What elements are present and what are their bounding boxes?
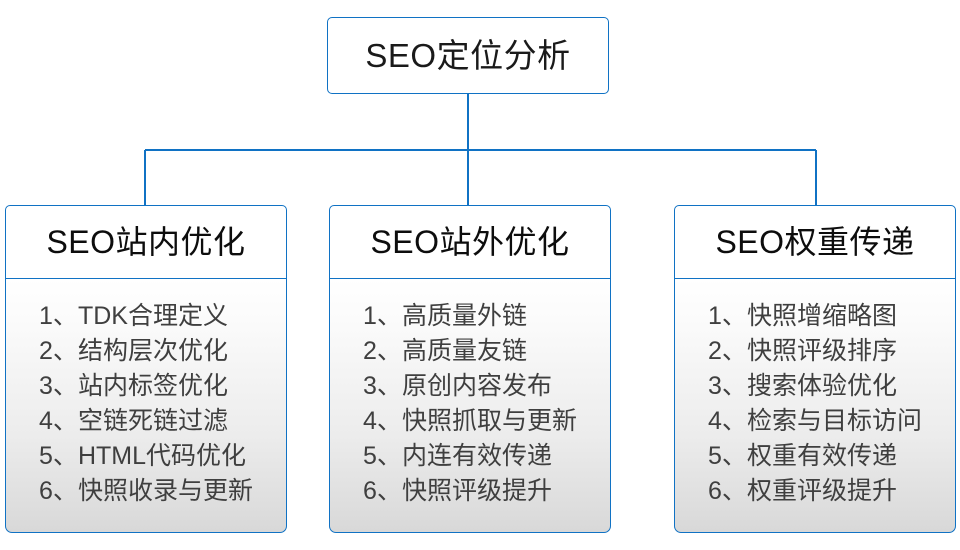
branch-card-1-title: SEO站内优化: [46, 224, 246, 260]
list-item-number: 6、: [39, 477, 78, 505]
branch-card-3-title: SEO权重传递: [715, 224, 915, 260]
list-item: 4、快照抓取与更新: [363, 404, 577, 439]
branch-card-2-body: 1、高质量外链 2、高质量友链 3、原创内容发布 4、快照抓取与更新 5、内连有…: [329, 279, 611, 533]
branch-card-1[interactable]: SEO站内优化 1、TDK合理定义 2、结构层次优化 3、站内标签优化 4、空链…: [5, 205, 287, 533]
list-item: 3、原创内容发布: [363, 369, 577, 404]
branch-card-1-header: SEO站内优化: [5, 205, 287, 279]
list-item-number: 2、: [708, 337, 747, 365]
list-item-number: 3、: [708, 372, 747, 400]
list-item-number: 1、: [39, 302, 78, 330]
branch-card-2-title: SEO站外优化: [370, 224, 570, 260]
list-item-number: 2、: [363, 337, 402, 365]
list-item-text: 权重有效传递: [746, 442, 897, 470]
list-item: 5、权重有效传递: [708, 439, 922, 474]
list-item: 1、TDK合理定义: [39, 299, 253, 334]
branch-card-2-header: SEO站外优化: [329, 205, 611, 279]
list-item: 1、快照增缩略图: [708, 299, 922, 334]
list-item-text: 高质量友链: [401, 337, 527, 365]
list-item-text: 空链死链过滤: [77, 407, 228, 435]
list-item-number: 5、: [39, 442, 78, 470]
list-item: 3、搜索体验优化: [708, 369, 922, 404]
root-node[interactable]: SEO定位分析: [327, 17, 609, 94]
branch-card-3-list: 1、快照增缩略图 2、快照评级排序 3、搜索体验优化 4、检索与目标访问 5、权…: [708, 299, 922, 509]
list-item-text: 内连有效传递: [401, 442, 552, 470]
list-item: 2、快照评级排序: [708, 334, 922, 369]
branch-card-1-list: 1、TDK合理定义 2、结构层次优化 3、站内标签优化 4、空链死链过滤 5、H…: [39, 299, 253, 509]
list-item-number: 5、: [708, 442, 747, 470]
list-item: 5、内连有效传递: [363, 439, 577, 474]
list-item-number: 1、: [708, 302, 747, 330]
list-item: 4、检索与目标访问: [708, 404, 922, 439]
list-item-number: 4、: [708, 407, 747, 435]
list-item-text: 站内标签优化: [77, 372, 228, 400]
list-item-text: 结构层次优化: [77, 337, 228, 365]
list-item-number: 4、: [39, 407, 78, 435]
branch-card-1-body: 1、TDK合理定义 2、结构层次优化 3、站内标签优化 4、空链死链过滤 5、H…: [5, 279, 287, 533]
list-item: 2、高质量友链: [363, 334, 577, 369]
list-item-text: 快照抓取与更新: [401, 407, 577, 435]
list-item-number: 1、: [363, 302, 402, 330]
list-item-number: 6、: [363, 477, 402, 505]
list-item-text: 快照评级提升: [401, 477, 552, 505]
branch-card-3[interactable]: SEO权重传递 1、快照增缩略图 2、快照评级排序 3、搜索体验优化 4、检索与…: [674, 205, 956, 533]
branch-card-3-body: 1、快照增缩略图 2、快照评级排序 3、搜索体验优化 4、检索与目标访问 5、权…: [674, 279, 956, 533]
list-item-text: 高质量外链: [401, 302, 527, 330]
list-item-number: 3、: [39, 372, 78, 400]
list-item: 6、权重评级提升: [708, 474, 922, 509]
list-item-text: HTML代码优化: [77, 442, 246, 470]
list-item: 5、HTML代码优化: [39, 439, 253, 474]
list-item-number: 4、: [363, 407, 402, 435]
list-item-number: 3、: [363, 372, 402, 400]
list-item-text: 原创内容发布: [401, 372, 552, 400]
list-item: 3、站内标签优化: [39, 369, 253, 404]
list-item-text: 检索与目标访问: [746, 407, 922, 435]
list-item-number: 2、: [39, 337, 78, 365]
list-item: 4、空链死链过滤: [39, 404, 253, 439]
list-item-text: 快照收录与更新: [77, 477, 253, 505]
list-item: 1、高质量外链: [363, 299, 577, 334]
list-item: 2、结构层次优化: [39, 334, 253, 369]
list-item: 6、快照收录与更新: [39, 474, 253, 509]
branch-card-2-list: 1、高质量外链 2、高质量友链 3、原创内容发布 4、快照抓取与更新 5、内连有…: [363, 299, 577, 509]
list-item-text: 快照评级排序: [746, 337, 897, 365]
branch-card-2[interactable]: SEO站外优化 1、高质量外链 2、高质量友链 3、原创内容发布 4、快照抓取与…: [329, 205, 611, 533]
list-item-text: 快照增缩略图: [746, 302, 897, 330]
root-node-label: SEO定位分析: [365, 37, 571, 74]
list-item: 6、快照评级提升: [363, 474, 577, 509]
list-item-number: 5、: [363, 442, 402, 470]
list-item-text: 权重评级提升: [746, 477, 897, 505]
branch-card-3-header: SEO权重传递: [674, 205, 956, 279]
list-item-number: 6、: [708, 477, 747, 505]
list-item-text: 搜索体验优化: [746, 372, 897, 400]
list-item-text: TDK合理定义: [77, 302, 228, 330]
